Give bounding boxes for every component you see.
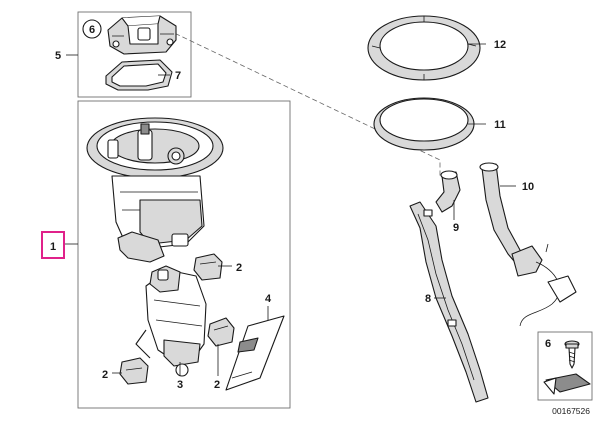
tank-seal-ring: [373, 97, 475, 151]
screw-fastener: [564, 340, 580, 369]
tank-locking-ring: [367, 15, 481, 81]
filter-element: [225, 315, 285, 391]
label-10[interactable]: 10: [522, 181, 534, 193]
callout-circle-6: [82, 19, 102, 39]
label-9[interactable]: 9: [453, 222, 459, 234]
fuel-pump-housing: [86, 117, 224, 263]
intake-tube: [479, 162, 577, 327]
top-subassembly-frame: [77, 11, 192, 98]
pump-head-cap: [107, 15, 177, 55]
retaining-clip-upper: [193, 253, 223, 281]
main-assembly-frame: [77, 100, 291, 409]
fuel-pump-motor: [135, 265, 207, 377]
label-3[interactable]: 3: [177, 379, 183, 391]
label-2-upper[interactable]: 2: [236, 262, 242, 274]
label-12[interactable]: 12: [494, 39, 506, 51]
elbow-connector: [435, 170, 461, 213]
highlight-box-part-1: [41, 231, 65, 259]
label-8[interactable]: 8: [425, 293, 431, 305]
label-4[interactable]: 4: [265, 293, 272, 305]
retaining-clip-lower: [119, 357, 149, 385]
retaining-clip-middle: [207, 317, 235, 347]
arrow-icon: [543, 373, 591, 395]
label-1[interactable]: 1: [50, 241, 56, 253]
label-5[interactable]: 5: [55, 50, 61, 62]
label-2-lower[interactable]: 2: [102, 369, 108, 381]
fastener-legend-frame: [537, 331, 593, 401]
alignment-dashed-line: [167, 29, 441, 178]
label-7[interactable]: 7: [175, 70, 181, 82]
label-6-legend[interactable]: 6: [545, 338, 551, 350]
label-2-middle[interactable]: 2: [214, 379, 220, 391]
guide-rail: [409, 201, 489, 403]
catalog-number: 00167526: [552, 406, 590, 416]
label-11[interactable]: 11: [494, 119, 506, 131]
label-6-circled: 6: [89, 24, 95, 36]
